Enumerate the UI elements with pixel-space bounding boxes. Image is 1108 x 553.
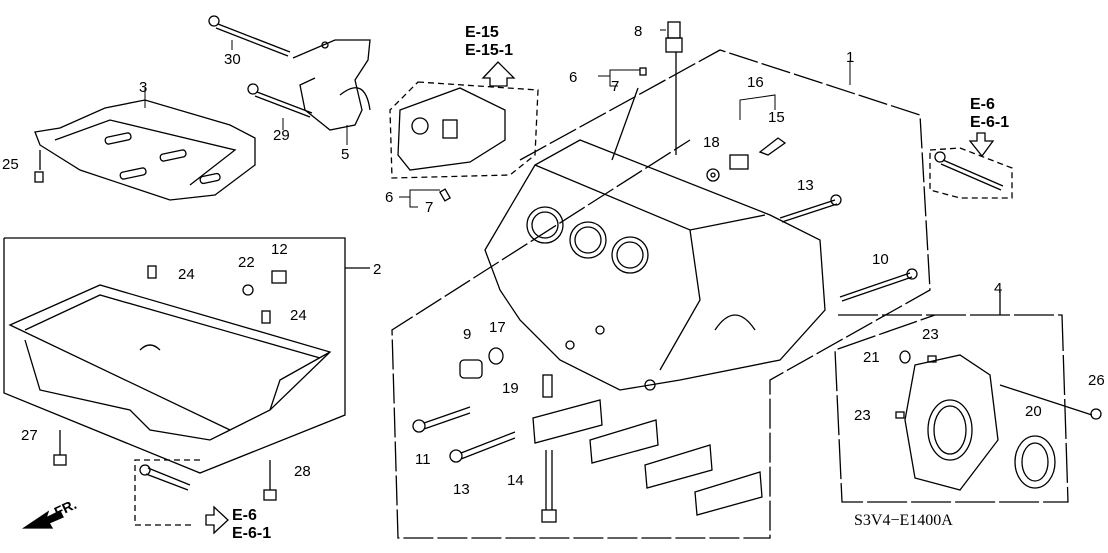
washer-18 [706, 168, 720, 182]
bolt-e6-right [934, 151, 1004, 191]
washer-21 [899, 350, 911, 364]
bolt-13-lower [449, 431, 516, 463]
main-bearing-caps [532, 399, 763, 516]
e6-right-dashed-box [929, 147, 1013, 199]
callout-22: 22 [238, 254, 255, 271]
dowel-24-left [147, 265, 157, 279]
knock-sensor-15 [758, 137, 787, 156]
oil-pan [8, 284, 332, 441]
callout-9: 9 [463, 326, 472, 343]
dowel-23-lower [895, 411, 905, 419]
ref-arrow-down [968, 132, 995, 158]
plug-16 [729, 154, 749, 170]
callout-23-lower: 23 [854, 407, 871, 424]
callout-6-lower: 6 [385, 189, 394, 206]
oil-pressure-switch [665, 21, 683, 155]
callout-7-lower: 7 [425, 199, 434, 216]
oil-seal-20 [1014, 435, 1056, 489]
bolt-30 [208, 15, 291, 57]
callout-8: 8 [634, 23, 643, 40]
baffle-plate [34, 99, 256, 201]
ref-e6-right-line2: E-6-1 [970, 114, 1010, 131]
ref-e15-line2: E-15-1 [465, 42, 514, 59]
callout-25: 25 [2, 156, 19, 173]
callout-3: 3 [139, 79, 148, 96]
callout-18: 18 [703, 134, 720, 151]
ref-e6-bottom[interactable]: E-6 E-6-1 [232, 507, 271, 543]
ref-e6-right-line1: E-6 [970, 96, 995, 113]
plug-12 [271, 270, 287, 284]
callout-6-upper: 6 [569, 69, 578, 86]
water-pump-dashed-box [389, 81, 539, 179]
bolt-27 [53, 430, 67, 466]
washer-22 [242, 284, 254, 296]
ref-arrow-up [481, 61, 516, 87]
cylinder-block-group-box [391, 49, 931, 539]
dowel-pin-19 [542, 374, 553, 398]
callout-13-lower: 13 [453, 481, 470, 498]
ref-e6-bottom-line2: E-6-1 [232, 525, 272, 542]
callout-24-lower: 24 [290, 307, 307, 324]
cylinder-block [484, 139, 826, 391]
oil-pump-bracket [292, 39, 371, 131]
leader-lines [144, 29, 1001, 315]
bolt-28 [263, 460, 277, 501]
callout-2: 2 [373, 261, 382, 278]
bolt-13-upper [779, 194, 842, 223]
dowel-24-right [261, 310, 271, 324]
callout-4: 4 [994, 280, 1003, 297]
callout-17: 17 [489, 319, 506, 336]
bolt-e6-bottom [139, 464, 191, 491]
callout-7-upper: 7 [611, 78, 620, 95]
callout-27: 27 [21, 427, 38, 444]
callout-28: 28 [294, 463, 311, 480]
oil-pan-group-box [3, 237, 370, 474]
callout-12: 12 [271, 241, 288, 258]
dowel-23-upper [927, 355, 937, 363]
bolt-10 [839, 268, 918, 302]
callout-11: 11 [415, 451, 431, 468]
bolt-6-and-washer-7 [439, 67, 647, 202]
callout-20: 20 [1025, 403, 1042, 420]
callout-10: 10 [872, 251, 889, 268]
callout-16: 16 [747, 74, 764, 91]
ref-e6-bottom-line1: E-6 [232, 507, 257, 524]
ref-e6-right[interactable]: E-6 E-6-1 [970, 96, 1009, 132]
e6-bottom-dashed-box [134, 459, 200, 526]
ref-e15-line1: E-15 [465, 24, 499, 41]
ref-arrow-right [205, 505, 229, 535]
oil-seal-case [904, 354, 999, 491]
callout-29: 29 [273, 127, 290, 144]
bolt-25 [34, 150, 44, 183]
ref-e15[interactable]: E-15 E-15-1 [465, 24, 513, 60]
callout-30: 30 [224, 51, 241, 68]
callout-26: 26 [1088, 372, 1105, 389]
water-pump [397, 87, 506, 171]
callout-23-upper: 23 [922, 326, 939, 343]
callout-5: 5 [341, 146, 350, 163]
front-arrow [21, 510, 64, 529]
washer-17 [488, 347, 504, 365]
bolt-29 [247, 83, 313, 118]
callout-1: 1 [846, 49, 855, 66]
drain-plug-9 [459, 359, 483, 379]
diagram-code: S3V4−E1400A [854, 512, 953, 529]
bolt-11 [412, 406, 471, 433]
callout-13-upper: 13 [797, 177, 814, 194]
bolt-26 [999, 384, 1102, 420]
callout-15: 15 [768, 109, 785, 126]
callout-21: 21 [863, 349, 880, 366]
callout-19: 19 [502, 380, 519, 397]
callout-24-upper: 24 [178, 266, 195, 283]
bolt-14 [541, 450, 557, 523]
callout-14: 14 [507, 472, 524, 489]
